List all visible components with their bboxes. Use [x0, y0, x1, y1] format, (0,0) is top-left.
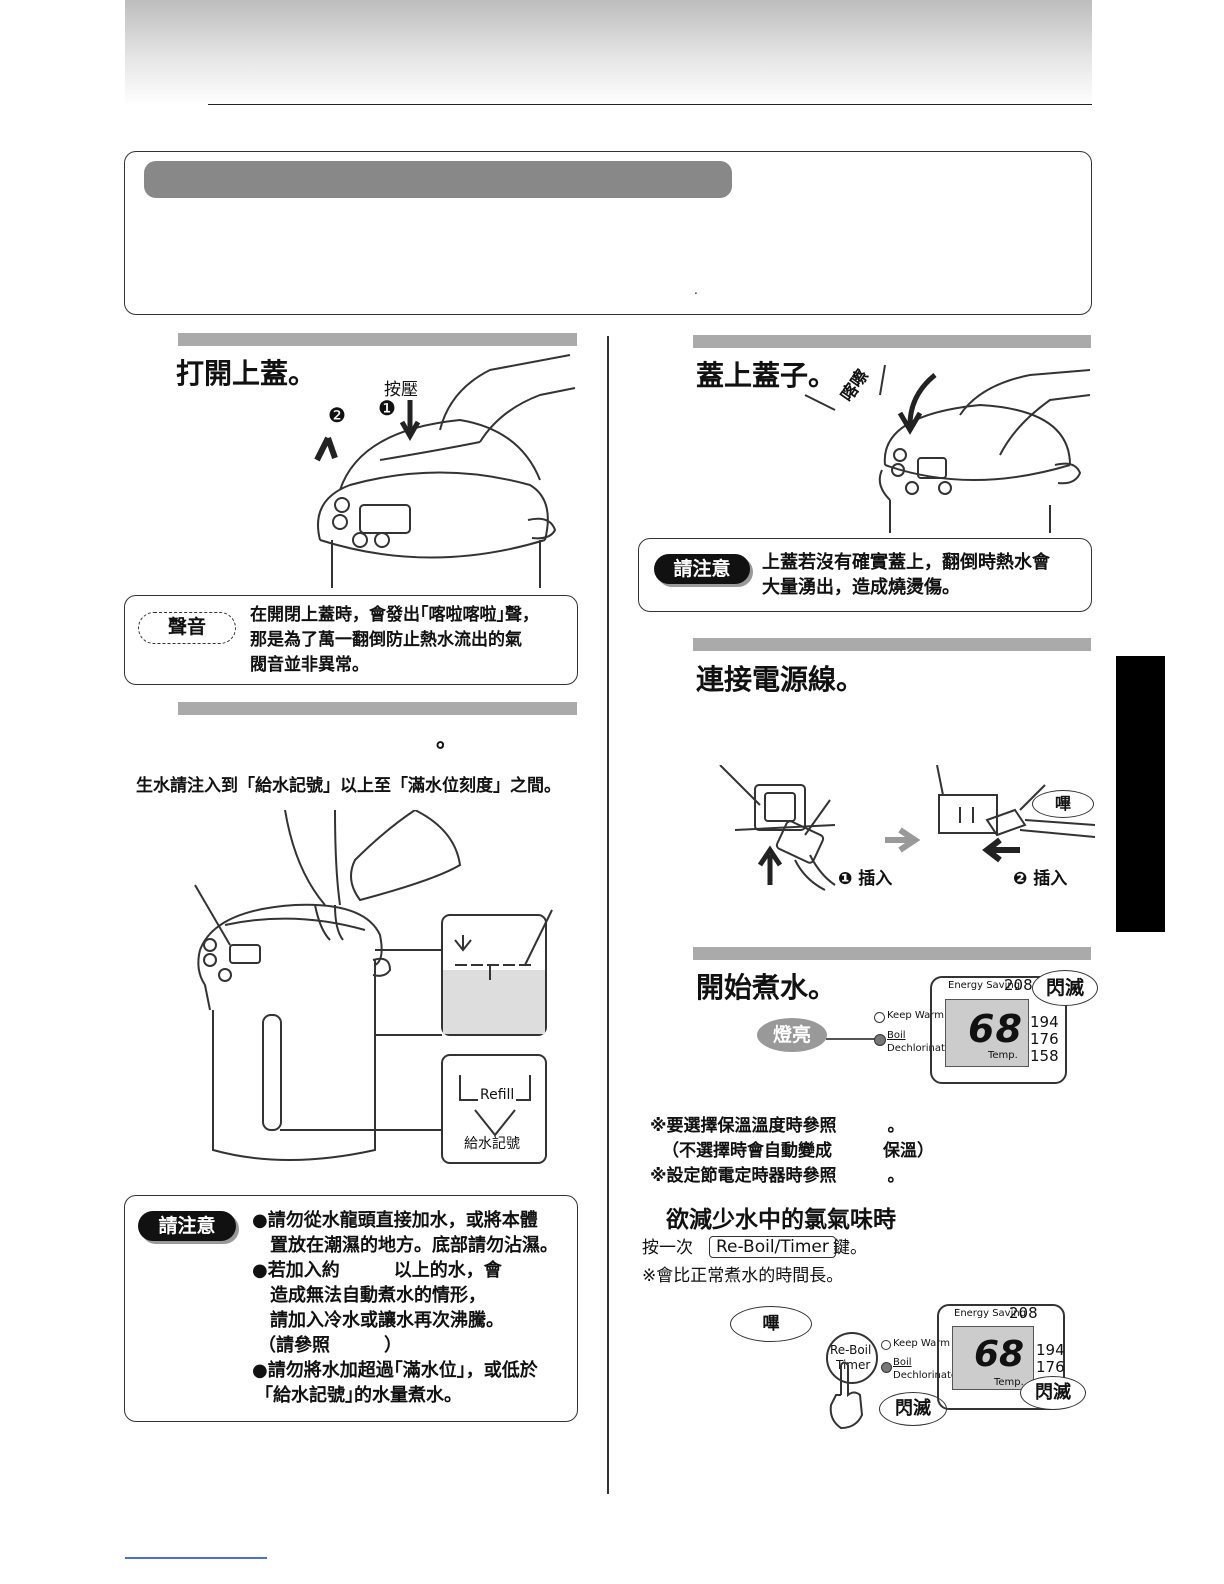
step-two-marker: ❷ — [328, 403, 346, 427]
lcd-temp-display-2: 68 — [974, 1334, 1025, 1375]
temp-176: 176 — [1030, 1030, 1059, 1048]
open-lid-illustration — [300, 350, 580, 590]
dechlor-heading: 欲減少水中的氯氣味時 — [666, 1207, 896, 1233]
section-bar-fill — [178, 702, 577, 715]
lcd-panel-2 — [937, 1304, 1065, 1410]
intro-dot: . — [694, 283, 698, 297]
boil-lamp-2 — [881, 1362, 892, 1373]
lcd-temp-word-2: Temp. — [994, 1377, 1024, 1388]
boil-heading: 開始煮水。 — [696, 971, 837, 1004]
sound-line-3: 閥音並非異常。 — [250, 655, 369, 675]
caution-tag-right: 請注意 — [654, 554, 750, 584]
boil-note-1: ※要選擇保溫溫度時參照 。 — [650, 1116, 905, 1136]
press-label: 按壓 — [384, 380, 418, 400]
caution-line-8: ｢給水記號｣的水量煮水。 — [264, 1385, 462, 1406]
step-one-marker: ❶ — [378, 396, 396, 420]
lcd-screen — [945, 999, 1029, 1067]
power-beep-bubble: 嗶 — [1032, 790, 1094, 818]
close-lid-heading: 蓋上蓋子。 — [696, 359, 837, 392]
section-bar-boil — [693, 947, 1091, 960]
reboil-timer-key: Re-Boil/Timer — [709, 1236, 836, 1258]
fill-instruction: 生水請注入到「給水記號」以上至「滿水位刻度」之間。 — [136, 776, 561, 796]
energy-saving-label-2: Energy Saving — [954, 1308, 1027, 1319]
sound-line-1: 在開閉上蓋時，會發出｢喀啦喀啦｣聲， — [250, 605, 539, 625]
energy-saving-label: Energy Saving — [948, 980, 1021, 991]
temp-194-2: 194 — [1036, 1341, 1065, 1359]
footer-link-underline[interactable] — [125, 1557, 267, 1559]
dechlorinate-label: Dechlorinate — [887, 1043, 952, 1054]
caution-line-3: ●若加入約 以上的水，會 — [252, 1260, 502, 1281]
section-bar-open-lid — [178, 333, 577, 346]
temp-208-label: 208 — [1004, 976, 1033, 994]
dechlorinate-label-2: Dechlorinate — [893, 1370, 958, 1381]
close-caution-line-1: 上蓋若沒有確實蓋上，翻倒時熱水會 — [762, 552, 1050, 573]
lcd-temp-word: Temp. — [988, 1050, 1018, 1061]
keep-warm-label-2: Keep Warm — [893, 1338, 950, 1349]
key-word-text: 鍵。 — [833, 1238, 867, 1258]
dechlor-beep-bubble: 嗶 — [730, 1306, 812, 1342]
boil-note-2: （不選擇時會自動變成 保溫） — [662, 1141, 934, 1161]
boil-label-2: Boil — [893, 1357, 912, 1368]
reboil-btn-line-2: Timer — [836, 1358, 871, 1372]
caution-tag-left: 請注意 — [138, 1211, 236, 1241]
sound-line-2: 那是為了萬一翻倒防止熱水流出的氣 — [250, 630, 522, 650]
power-illustration — [715, 764, 1096, 895]
lcd-panel — [930, 976, 1067, 1084]
dechlor-note: ※會比正常煮水的時間長。 — [642, 1266, 844, 1286]
refill-label: Refill — [478, 1087, 517, 1103]
column-divider — [607, 336, 609, 1494]
keep-warm-label: Keep Warm — [887, 1010, 944, 1021]
fill-heading-dot: 。 — [436, 728, 459, 753]
caution-line-1: ●請勿從水龍頭直接加水，或將本體 — [252, 1210, 538, 1231]
flash-tag-2: 閃滅 — [879, 1392, 947, 1426]
keep-warm-lamp-2 — [881, 1340, 891, 1350]
temp-158: 158 — [1030, 1047, 1059, 1065]
caution-line-2: 置放在潮濕的地方。底部請勿沾濕。 — [270, 1235, 558, 1256]
section-bar-power — [693, 638, 1091, 651]
close-lid-illustration — [800, 355, 1091, 535]
temp-176-2: 176 — [1036, 1358, 1065, 1376]
lit-pointer — [826, 1038, 878, 1040]
temp-194: 194 — [1030, 1013, 1059, 1031]
boil-note-3: ※設定節電定時器時參照 。 — [650, 1166, 905, 1186]
caution-line-7: ●請勿將水加超過｢滿水位｣，或低於 — [252, 1360, 538, 1381]
side-tab — [1116, 656, 1165, 932]
boil-lamp — [874, 1034, 886, 1046]
intro-title-bar — [144, 161, 732, 198]
caution-line-5: 請加入冷水或讓水再次沸騰。 — [270, 1310, 504, 1331]
caution-line-6: （請參照 ） — [258, 1335, 402, 1356]
insert-one-label: ❶ 插入 — [838, 869, 893, 889]
reboil-button[interactable] — [826, 1332, 878, 1384]
header-rule — [208, 104, 1092, 105]
flash-tag-1: 閃滅 — [1032, 970, 1098, 1006]
temp-208-label-2: 208 — [1009, 1304, 1038, 1322]
reboil-btn-line-1: Re-Boil — [830, 1343, 872, 1357]
fill-illustration — [185, 809, 555, 1175]
caution-line-4: 造成無法自動煮水的情形， — [270, 1285, 486, 1306]
lit-tag: 燈亮 — [757, 1018, 827, 1052]
open-lid-heading: 打開上蓋。 — [176, 357, 317, 390]
lcd-temp-display: 68 — [968, 1007, 1023, 1051]
sound-note-box — [124, 595, 578, 685]
flash-tag-3: 閃滅 — [1020, 1376, 1086, 1410]
press-once-text: 按一次 — [642, 1238, 693, 1258]
sound-tag: 聲音 — [138, 612, 236, 644]
power-heading: 連接電源線。 — [696, 663, 865, 696]
refill-caption: 給水記號 — [464, 1136, 520, 1152]
boil-label: Boil — [887, 1030, 906, 1041]
close-caution-line-2: 大量湧出，造成燒燙傷。 — [762, 577, 960, 598]
header-banner — [125, 0, 1092, 106]
insert-two-label: ❷ 插入 — [1013, 869, 1068, 889]
lcd-screen-2 — [952, 1326, 1034, 1390]
section-bar-close-lid — [693, 335, 1091, 348]
keep-warm-lamp — [874, 1012, 885, 1023]
finger-icon — [826, 1360, 866, 1430]
